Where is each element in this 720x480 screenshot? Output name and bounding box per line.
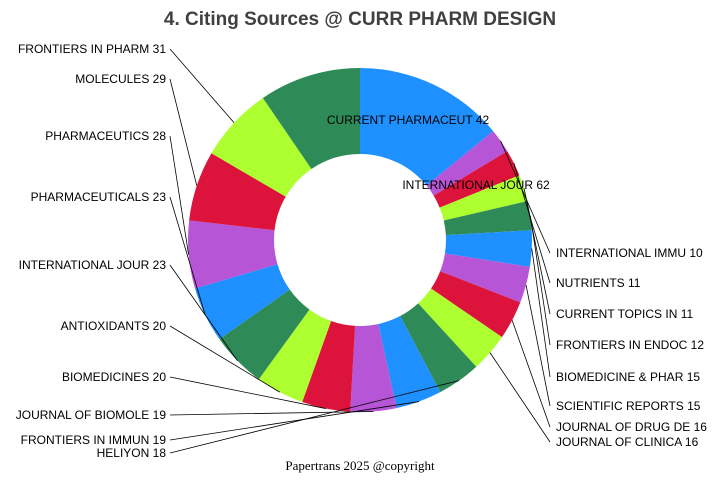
slice-20 <box>262 68 360 170</box>
slice-label-18: MOLECULES 29 <box>75 72 166 86</box>
slice-label-15: INTERNATIONAL JOUR 23 <box>19 258 167 272</box>
slice-3 <box>433 151 520 208</box>
slice-6 <box>444 230 532 267</box>
slice-7 <box>440 253 530 303</box>
slice-label-6: BIOMEDICINE & PHAR 15 <box>556 370 700 384</box>
leader-line-16 <box>169 196 206 315</box>
leader-line-11 <box>169 401 420 441</box>
copyright-footer: Papertrans 2025 @copyright <box>285 458 435 473</box>
slice-label-10: HELIYON 18 <box>97 446 167 460</box>
chart-title: 4. Citing Sources @ CURR PHARM DESIGN <box>164 9 556 30</box>
slice-label-20: CURRENT PHARMACEUT 42 <box>327 113 490 127</box>
leader-line-10 <box>169 380 460 454</box>
slice-19 <box>211 98 312 197</box>
slice-4 <box>439 175 528 221</box>
donut-slices <box>188 68 532 412</box>
slice-label-4: CURRENT TOPICS IN 11 <box>556 307 693 321</box>
leader-line-17 <box>169 135 190 255</box>
slice-label-7: SCIENTIFIC REPORTS 15 <box>556 399 701 413</box>
slice-label-13: BIOMEDICINES 20 <box>62 370 166 384</box>
slice-5 <box>443 201 532 236</box>
slice-18 <box>189 153 286 231</box>
slice-label-9: JOURNAL OF CLINICA 16 <box>556 435 699 449</box>
slice-label-19: FRONTIERS IN PHARM 31 <box>18 42 166 56</box>
leader-line-14 <box>169 325 280 393</box>
slice-13 <box>302 320 356 412</box>
slice-label-5: FRONTIERS IN ENDOC 12 <box>556 338 704 352</box>
slice-17 <box>188 220 278 289</box>
slice-9 <box>418 288 502 367</box>
leader-line-18 <box>169 78 198 186</box>
slice-label-3: NUTRIENTS 11 <box>556 276 641 290</box>
slice-labels: INTERNATIONAL JOUR 62 INTERNATIONAL IMMU … <box>16 42 708 460</box>
slice-1 <box>360 68 494 186</box>
slice-label-12: JOURNAL OF BIOMOLE 19 <box>16 408 167 422</box>
leader-line-12 <box>169 411 374 416</box>
slice-label-16: PHARMACEUTICALS 23 <box>31 190 167 204</box>
slice-label-2: INTERNATIONAL IMMU 10 <box>556 246 703 260</box>
leader-line-3 <box>513 162 551 284</box>
slice-10 <box>400 303 477 393</box>
leader-line-4 <box>523 187 551 315</box>
slice-12 <box>350 324 397 412</box>
slice-label-11: FRONTIERS IN IMMUN 19 <box>21 433 167 447</box>
leader-line-2 <box>500 140 551 254</box>
slice-2 <box>426 131 508 196</box>
slice-16 <box>194 264 290 340</box>
slice-15 <box>219 289 310 380</box>
slice-label-8: JOURNAL OF DRUG DE 16 <box>556 420 707 434</box>
leader-lines <box>169 48 551 454</box>
slice-11 <box>378 316 441 409</box>
leader-line-19 <box>169 48 235 124</box>
slice-14 <box>258 309 332 402</box>
leader-line-6 <box>531 248 551 378</box>
leader-line-5 <box>529 215 551 346</box>
leader-line-7 <box>525 284 551 407</box>
slice-8 <box>430 271 521 338</box>
leader-line-15 <box>169 264 238 361</box>
slice-label-17: PHARMACEUTICS 28 <box>45 129 166 143</box>
slice-label-1: INTERNATIONAL JOUR 62 <box>402 178 550 192</box>
leader-line-13 <box>169 376 326 409</box>
leader-line-9 <box>489 352 551 443</box>
slice-label-14: ANTIOXIDANTS 20 <box>61 319 167 333</box>
leader-line-8 <box>511 320 551 428</box>
